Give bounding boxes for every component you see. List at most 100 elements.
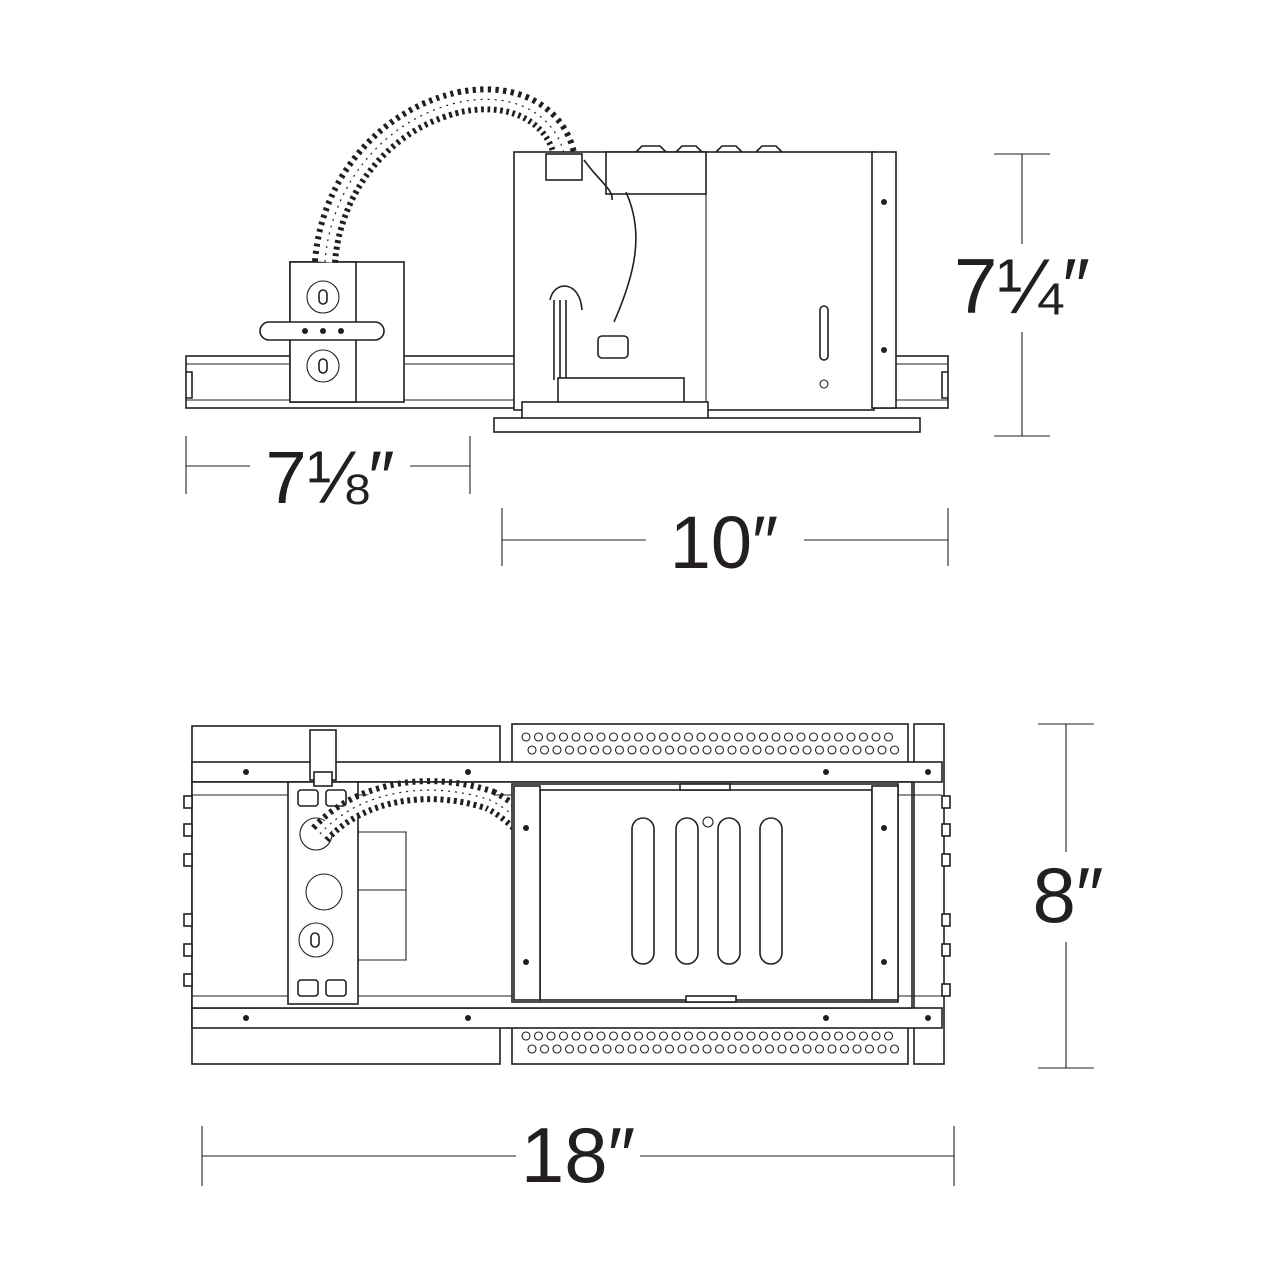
perforation-hole: [883, 1031, 894, 1041]
perforation-hole: [677, 745, 687, 755]
perforation-hole: [658, 1031, 669, 1041]
perforation-hole: [702, 745, 712, 755]
perforation-hole: [771, 1031, 781, 1041]
perforation-hole: [821, 1031, 831, 1041]
perforation-hole: [521, 1031, 531, 1041]
perforation-hole: [821, 732, 831, 742]
perforation-hole: [677, 1044, 687, 1054]
perforation-hole: [877, 745, 887, 755]
perforation-hole: [846, 1031, 856, 1041]
perforation-hole: [802, 745, 812, 755]
perforation-hole: [571, 732, 581, 742]
perforation-hole: [777, 745, 787, 755]
perforation-hole: [602, 1044, 612, 1054]
housing-plan: [511, 783, 899, 1003]
perforation-hole: [864, 745, 875, 755]
plan-view: 8″ 18″: [183, 723, 1104, 1199]
perforation-hole: [589, 1044, 600, 1054]
housing-can: [493, 145, 921, 433]
perforation-hole: [714, 1044, 725, 1054]
perforation-hole: [777, 1044, 787, 1054]
perforation-holes-top: [521, 732, 900, 755]
perforation-hole: [689, 1044, 700, 1054]
perforation-hole: [827, 1044, 837, 1054]
perforation-hole: [646, 732, 656, 742]
junction-box: [259, 261, 405, 403]
perforation-hole: [708, 732, 719, 742]
perforation-hole: [546, 732, 556, 742]
perforation-hole: [683, 732, 694, 742]
perforation-hole: [689, 745, 700, 755]
perforation-hole: [696, 732, 706, 742]
perforation-hole: [883, 732, 894, 742]
perforation-hole: [858, 732, 869, 742]
perforation-hole: [833, 732, 844, 742]
perforation-hole: [527, 745, 537, 755]
perforation-hole: [871, 732, 881, 742]
perforation-hole: [596, 732, 606, 742]
perforation-hole: [858, 1031, 869, 1041]
perforation-hole: [739, 745, 750, 755]
dimension-overall-length: 18″: [201, 1111, 955, 1199]
perforation-hole: [664, 745, 675, 755]
perforation-hole: [764, 1044, 775, 1054]
perforation-hole: [571, 1031, 581, 1041]
perforation-hole: [596, 1031, 606, 1041]
perforation-hole: [708, 1031, 719, 1041]
perforation-hole: [771, 732, 781, 742]
perforation-hole: [871, 1031, 881, 1041]
perforation-hole: [727, 745, 737, 755]
perforation-hole: [764, 745, 775, 755]
perforation-hole: [621, 1031, 631, 1041]
dimension-junction-width: 7⅛″: [185, 436, 471, 519]
perforation-hole: [721, 732, 731, 742]
flex-conduit-side: [312, 86, 578, 264]
perforation-hole: [589, 745, 600, 755]
perforation-hole: [577, 1044, 587, 1054]
perforation-hole: [789, 745, 800, 755]
perforation-hole: [683, 1031, 694, 1041]
perforation-hole: [802, 1044, 812, 1054]
housing-width-label: 10″: [670, 501, 779, 584]
perforation-hole: [558, 732, 569, 742]
perforation-hole: [808, 1031, 819, 1041]
perforation-hole: [658, 732, 669, 742]
perforation-hole: [846, 732, 856, 742]
perforation-hole: [833, 1031, 844, 1041]
perforation-hole: [671, 732, 681, 742]
perforation-hole: [889, 745, 900, 755]
perforation-hole: [783, 732, 794, 742]
perforation-hole: [633, 1031, 644, 1041]
overall-length-label: 18″: [521, 1111, 635, 1199]
perforation-hole: [652, 1044, 662, 1054]
perforation-hole: [639, 1044, 650, 1054]
perforation-hole: [533, 1031, 544, 1041]
perforation-hole: [721, 1031, 731, 1041]
perforation-hole: [733, 732, 744, 742]
perforation-hole: [752, 745, 762, 755]
perforation-hole: [671, 1031, 681, 1041]
perforation-hole: [696, 1031, 706, 1041]
depth-label: 8″: [1033, 851, 1104, 939]
perforation-hole: [564, 745, 575, 755]
perforation-hole: [752, 1044, 762, 1054]
perforation-hole: [827, 745, 837, 755]
dimension-depth: 8″: [1033, 723, 1104, 1069]
perforation-hole: [758, 1031, 769, 1041]
perforation-hole: [746, 1031, 756, 1041]
height-label: 7¼″: [954, 242, 1090, 330]
perforation-hole: [527, 1044, 537, 1054]
perforation-hole: [646, 1031, 656, 1041]
perforation-hole: [608, 1031, 619, 1041]
perforation-hole: [583, 732, 594, 742]
perforated-plates: [511, 723, 909, 1065]
side-view: 7¼″ 7⅛″ 10″: [185, 86, 1090, 584]
perforation-hole: [808, 732, 819, 742]
perforation-hole: [614, 1044, 625, 1054]
perforation-hole: [733, 1031, 744, 1041]
perforation-hole: [602, 745, 612, 755]
perforation-hole: [852, 745, 862, 755]
perforation-hole: [839, 745, 850, 755]
perforation-hole: [614, 745, 625, 755]
